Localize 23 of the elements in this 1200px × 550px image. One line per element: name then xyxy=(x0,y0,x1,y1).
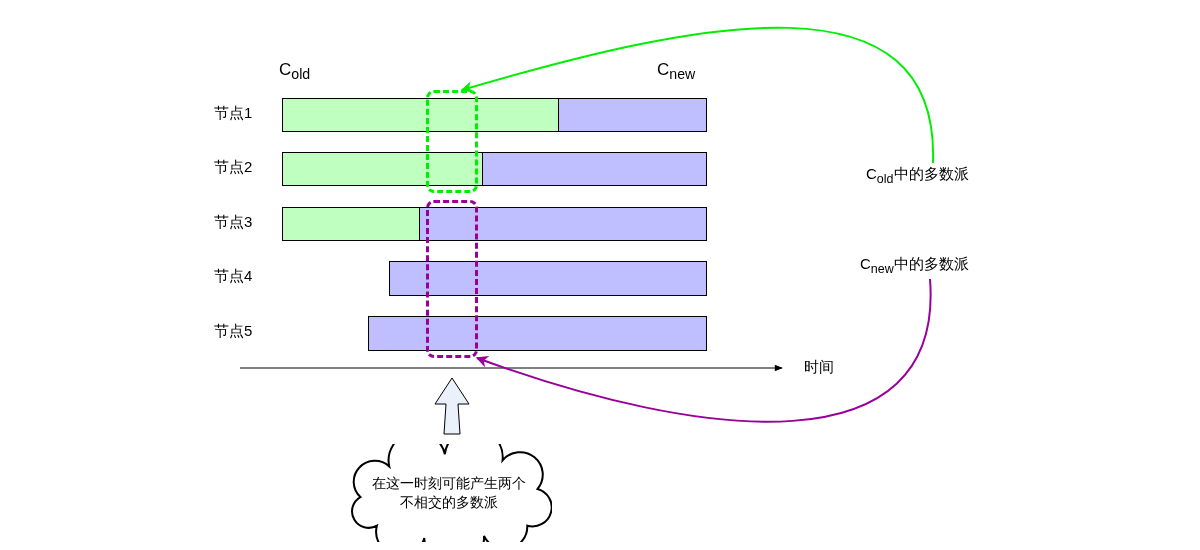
text-label: 节点2 xyxy=(214,158,253,177)
block-arrow xyxy=(434,377,470,435)
callout-text: 在这一时刻可能产生两个不相交的多数派 xyxy=(371,474,527,512)
text-label: C$_{new}$ xyxy=(657,60,696,83)
curved-arrow xyxy=(475,278,931,423)
text-label: 节点1 xyxy=(214,104,253,123)
text-label: 节点5 xyxy=(214,322,253,341)
text-label: C$_{old}$ xyxy=(279,60,311,83)
timeline-bar xyxy=(282,98,559,132)
majority-label: C$_{old}$中的多数派 xyxy=(866,163,969,189)
text-label: 时间 xyxy=(804,358,834,377)
timeline-bar xyxy=(368,316,707,351)
curved-arrow xyxy=(460,26,934,164)
text-label: 节点4 xyxy=(214,267,253,286)
timeline-bar xyxy=(389,261,707,296)
text-label: 节点3 xyxy=(214,213,253,232)
dashed-group-outline xyxy=(426,90,478,193)
timeline-bar xyxy=(282,152,483,186)
dashed-group-outline xyxy=(426,200,478,358)
majority-label: C$_{new}$中的多数派 xyxy=(860,253,969,279)
timeline-bar xyxy=(558,98,707,132)
timeline-bar xyxy=(282,207,420,241)
timeline-bar xyxy=(419,207,707,241)
